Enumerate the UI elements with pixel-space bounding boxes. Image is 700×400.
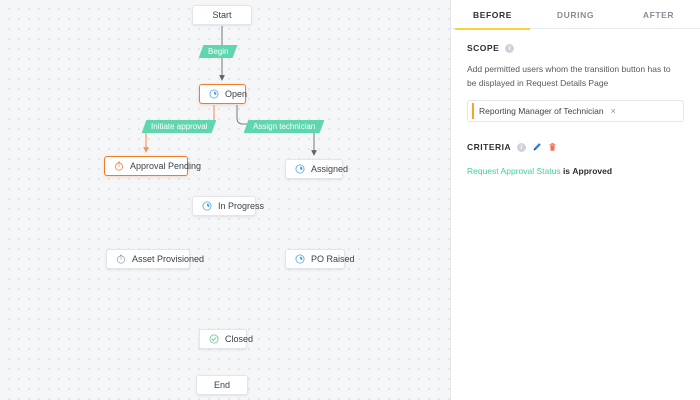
- transition-begin[interactable]: Begin: [198, 45, 238, 58]
- delete-icon[interactable]: [548, 142, 557, 152]
- tab-during[interactable]: DURING: [534, 0, 617, 29]
- panel-tabs: BEFORE DURING AFTER: [451, 0, 700, 30]
- node-label: PO Raised: [311, 253, 355, 264]
- clock-icon: [209, 89, 219, 99]
- clock-icon: [202, 201, 212, 211]
- transition-label: Initiate approval: [151, 122, 208, 131]
- node-asset-provisioned[interactable]: Asset Provisioned: [106, 249, 204, 269]
- transition-assign-technician[interactable]: Assign technician: [243, 120, 325, 133]
- check-circle-icon: [209, 334, 219, 344]
- node-label: In Progress: [218, 200, 265, 211]
- node-label: End: [213, 379, 230, 390]
- clock-icon: [295, 164, 305, 174]
- clock-icon: [295, 254, 305, 264]
- node-assigned[interactable]: Assigned: [285, 159, 348, 179]
- tab-label: DURING: [556, 9, 595, 20]
- node-label: Closed: [225, 333, 254, 344]
- node-closed[interactable]: Closed: [199, 329, 253, 349]
- scope-users-input[interactable]: Reporting Manager of Technician ×: [467, 100, 684, 122]
- panel-body: SCOPE i Add permitted users whom the tra…: [451, 29, 700, 176]
- criteria-heading: CRITERIA i: [467, 142, 684, 152]
- scope-heading: SCOPE i: [467, 43, 684, 53]
- criteria-operator: is: [562, 166, 571, 176]
- node-open[interactable]: Open: [199, 84, 248, 104]
- details-panel: BEFORE DURING AFTER SCOPE i Add permitte…: [450, 0, 700, 400]
- node-label: Approval Pending: [130, 160, 202, 171]
- workflow-canvas[interactable]: Start Open Approval Pending Assigned: [0, 0, 450, 400]
- scope-description: Add permitted users whom the transition …: [467, 64, 671, 88]
- tab-label: AFTER: [642, 9, 675, 20]
- timer-icon: [115, 161, 123, 171]
- criteria-title: CRITERIA: [467, 142, 512, 152]
- tab-before[interactable]: BEFORE: [451, 0, 534, 30]
- transition-initiate-approval[interactable]: Initiate approval: [141, 120, 217, 133]
- node-start[interactable]: Start: [192, 5, 252, 25]
- scope-chip[interactable]: Reporting Manager of Technician ×: [472, 103, 621, 119]
- node-label: Open: [225, 88, 248, 99]
- close-icon[interactable]: ×: [610, 106, 616, 116]
- scope-title: SCOPE: [467, 43, 500, 53]
- node-label: Asset Provisioned: [132, 253, 205, 264]
- scope-chip-label: Reporting Manager of Technician: [479, 106, 604, 116]
- info-icon[interactable]: i: [517, 142, 527, 152]
- node-end[interactable]: End: [196, 375, 248, 395]
- edit-icon[interactable]: [532, 142, 542, 152]
- transition-label: Assign technician: [253, 122, 316, 131]
- node-in-progress[interactable]: In Progress: [192, 196, 264, 216]
- criteria-value: Approved: [572, 166, 613, 176]
- info-icon[interactable]: i: [505, 43, 515, 53]
- timer-icon: [117, 254, 125, 264]
- criteria-expression: Request Approval Status is Approved: [467, 166, 684, 176]
- tab-label: BEFORE: [472, 9, 513, 20]
- tab-after[interactable]: AFTER: [617, 0, 700, 29]
- node-approval-pending[interactable]: Approval Pending: [104, 156, 201, 176]
- node-po-raised[interactable]: PO Raised: [285, 249, 355, 269]
- node-label: Start: [212, 9, 232, 20]
- node-label: Assigned: [311, 163, 349, 174]
- transition-label: Begin: [208, 47, 229, 56]
- criteria-field: Request Approval Status: [467, 166, 561, 176]
